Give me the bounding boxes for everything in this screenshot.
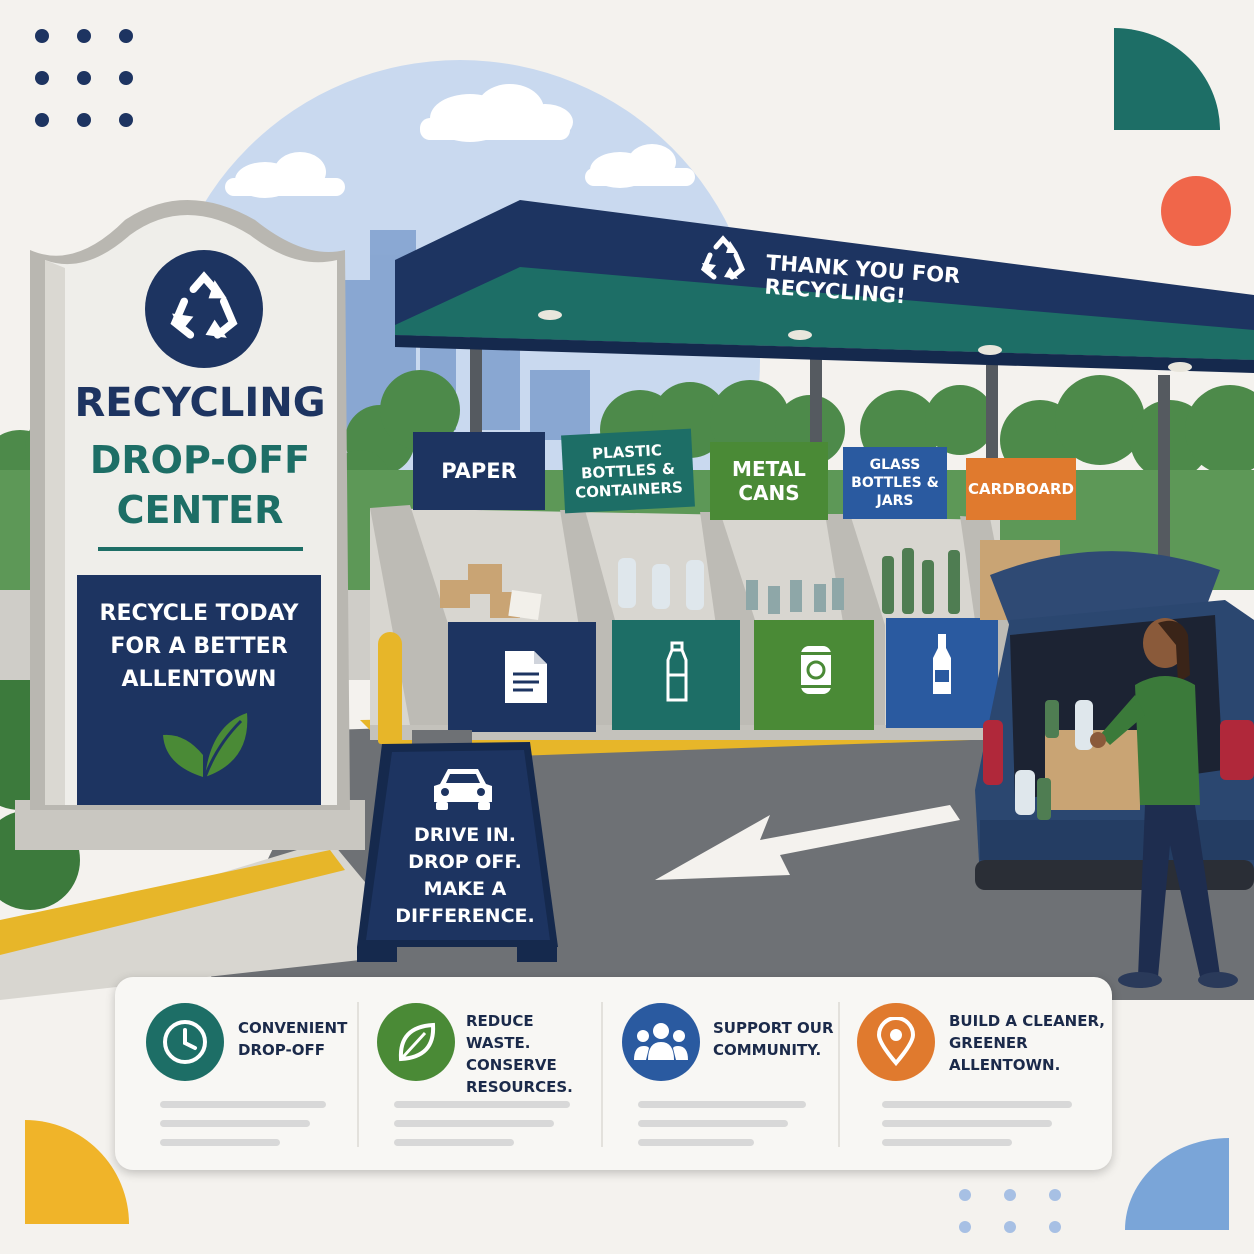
person-loading-car bbox=[1090, 618, 1238, 988]
bin-label-metal: METAL CANS bbox=[710, 442, 828, 520]
feature-text: REDUCE WASTE. CONSERVE RESOURCES. bbox=[466, 1012, 573, 1096]
car-icon bbox=[434, 769, 492, 810]
monument-title-line3: CENTER bbox=[116, 488, 284, 532]
placeholder-line bbox=[638, 1101, 806, 1108]
feature-cleaner-allentown: BUILD A CLEANER, GREENER ALLENTOWN. bbox=[840, 977, 1112, 1170]
placeholder-line bbox=[394, 1120, 554, 1127]
people-icon bbox=[634, 1023, 688, 1060]
feature-icon-badge bbox=[622, 1003, 700, 1081]
monument-divider bbox=[98, 547, 303, 551]
leaf-icon bbox=[163, 713, 248, 778]
monument-recycle-badge bbox=[145, 250, 263, 368]
feature-divider bbox=[601, 1002, 603, 1147]
placeholder-line bbox=[882, 1101, 1072, 1108]
feature-convenient: CONVENIENT DROP-OFF bbox=[115, 977, 355, 1170]
recycle-icon bbox=[170, 271, 238, 339]
placeholder-line bbox=[638, 1139, 754, 1146]
leaf-icon bbox=[398, 1022, 436, 1062]
feature-text: CONVENIENT DROP-OFF bbox=[238, 1019, 348, 1059]
sandwich-line2: DROP OFF. bbox=[408, 851, 522, 873]
bin-label-glass-line3: JARS bbox=[876, 493, 914, 509]
bin-label-paper-text: PAPER bbox=[441, 459, 517, 483]
placeholder-line bbox=[638, 1120, 788, 1127]
feature-icon-badge bbox=[857, 1003, 935, 1081]
placeholder-line bbox=[882, 1139, 1012, 1146]
sandwich-line3: MAKE A bbox=[423, 878, 507, 900]
placeholder-line bbox=[160, 1120, 310, 1127]
dot-grid-top-left bbox=[35, 29, 133, 127]
dot-grid-bottom-right bbox=[959, 1189, 1061, 1233]
bin-label-metal-line2: CANS bbox=[738, 481, 800, 505]
features-card: CONVENIENT DROP-OFF REDUCE WASTE. CONSER… bbox=[115, 977, 1112, 1170]
recycling-bins bbox=[370, 500, 1254, 740]
yellow-quarter-circle bbox=[25, 1120, 129, 1224]
feature-reduce-waste: REDUCE WASTE. CONSERVE RESOURCES. bbox=[359, 977, 601, 1170]
teal-quarter-circle bbox=[1114, 28, 1220, 130]
placeholder-line bbox=[394, 1101, 570, 1108]
feature-text: SUPPORT OUR COMMUNITY. bbox=[713, 1019, 834, 1059]
bin-label-glass-line2: BOTTLES & bbox=[851, 475, 939, 491]
coral-circle bbox=[1161, 176, 1231, 246]
monument-title-line2: DROP-OFF bbox=[89, 438, 311, 482]
monument-panel-line3: ALLENTOWN bbox=[121, 667, 277, 692]
bin-label-glass: GLASS BOTTLES & JARS bbox=[843, 447, 947, 519]
monument-panel-line1: RECYCLE TODAY bbox=[99, 601, 299, 626]
feature-icon-badge bbox=[146, 1003, 224, 1081]
placeholder-line bbox=[160, 1101, 326, 1108]
sandwich-board-sign bbox=[357, 730, 558, 962]
feature-divider bbox=[357, 1002, 359, 1147]
feature-text: BUILD A CLEANER, GREENER ALLENTOWN. bbox=[949, 1012, 1106, 1074]
feature-support-community: SUPPORT OUR COMMUNITY. bbox=[603, 977, 838, 1170]
can-icon bbox=[801, 646, 831, 694]
sandwich-line4: DIFFERENCE. bbox=[395, 905, 535, 927]
bin-label-plastic: PLASTIC BOTTLES & CONTAINERS bbox=[561, 428, 695, 514]
sandwich-line1: DRIVE IN. bbox=[414, 824, 516, 846]
yellow-bollard bbox=[378, 632, 402, 744]
feature-icon-badge bbox=[377, 1003, 455, 1081]
placeholder-line bbox=[160, 1139, 280, 1146]
bin-label-glass-line1: GLASS bbox=[869, 457, 921, 473]
monument-message-panel: RECYCLE TODAY FOR A BETTER ALLENTOWN bbox=[77, 575, 321, 805]
bin-label-cardboard-text: CARDBOARD bbox=[967, 480, 1074, 498]
blue-quarter-circle bbox=[1125, 1138, 1229, 1230]
monument-title-line1: RECYCLING bbox=[74, 380, 326, 426]
location-pin-icon bbox=[876, 1017, 916, 1067]
placeholder-line bbox=[882, 1120, 1052, 1127]
bin-label-metal-line1: METAL bbox=[732, 457, 806, 481]
clock-icon bbox=[163, 1020, 207, 1064]
feature-divider bbox=[838, 1002, 840, 1147]
document-icon bbox=[505, 651, 547, 703]
placeholder-line bbox=[394, 1139, 514, 1146]
glass-bottle-icon bbox=[933, 634, 951, 694]
monument-panel-line2: FOR A BETTER bbox=[110, 634, 288, 659]
canopy-recycle-icon bbox=[700, 235, 746, 280]
bin-label-cardboard: CARDBOARD bbox=[966, 458, 1076, 520]
plastic-bottle-icon bbox=[666, 641, 688, 702]
bin-label-paper: PAPER bbox=[413, 432, 545, 510]
